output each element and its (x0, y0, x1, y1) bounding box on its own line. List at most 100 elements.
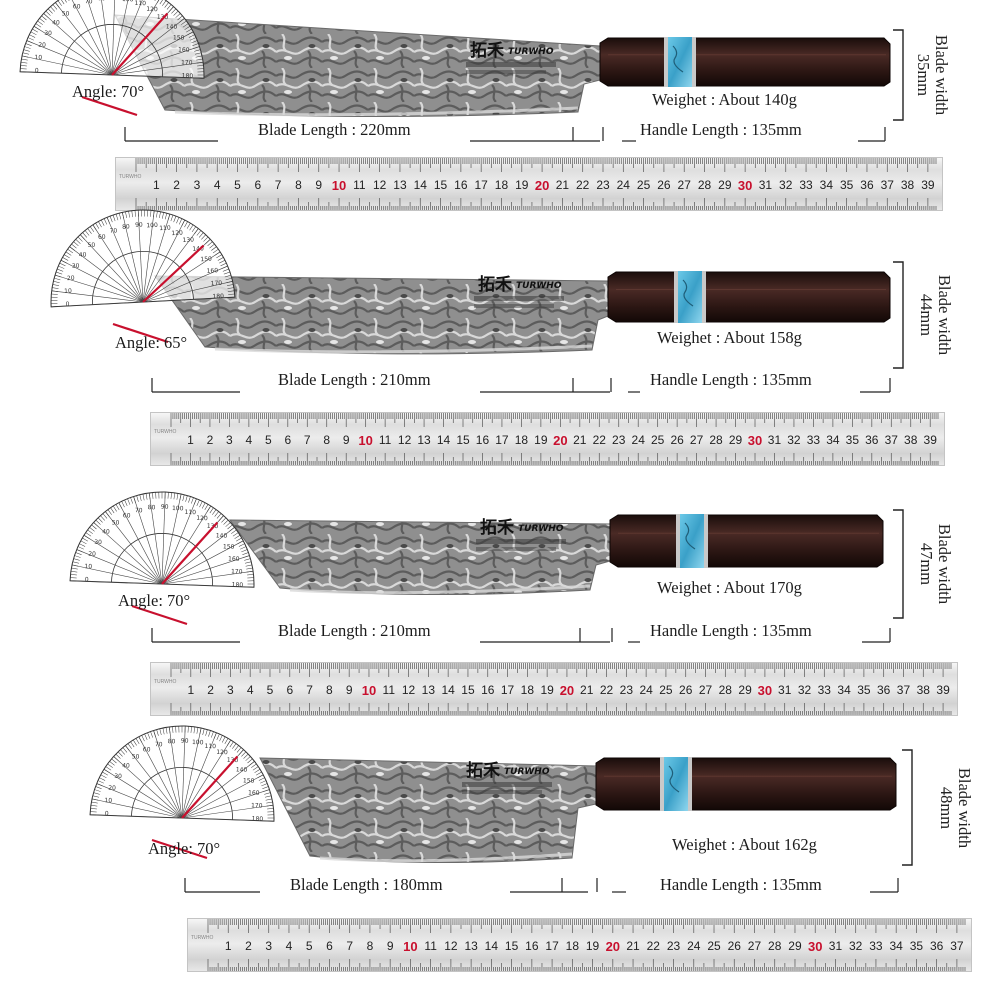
brand-logo-mark: 拓禾 (466, 761, 500, 781)
knife-illustration: 拓禾TURWHO01020304050607080901001101201301… (89, 725, 913, 893)
ruler-number: 33 (799, 178, 813, 192)
svg-text:140: 140 (236, 766, 248, 773)
svg-text:110: 110 (184, 509, 196, 516)
ruler-number: 24 (631, 433, 645, 447)
svg-text:60: 60 (73, 3, 81, 10)
svg-text:120: 120 (196, 515, 208, 522)
svg-text:140: 140 (216, 532, 228, 539)
blade-length-label: Blade Length : 210mm (278, 370, 431, 389)
ruler-number: 29 (728, 433, 743, 447)
ruler-number: 39 (923, 433, 937, 447)
blade-length-label: Blade Length : 180mm (290, 875, 443, 894)
weight-label: Weighet : About 162g (672, 835, 817, 854)
ruler-number: 5 (305, 939, 313, 953)
protractor: 0102030405060708090100110120130140150160… (69, 491, 255, 589)
ruler-number: 23 (612, 433, 626, 447)
blade-width-bracket (902, 749, 913, 866)
svg-text:10: 10 (84, 563, 92, 570)
svg-text:180: 180 (232, 581, 244, 588)
spacer-ring (660, 757, 664, 811)
ruler-number: 8 (366, 939, 374, 953)
svg-text:40: 40 (122, 762, 130, 769)
ruler-number: 30 (747, 433, 763, 448)
ruler-number: 6 (326, 939, 333, 953)
ruler-number: 2 (173, 178, 180, 192)
ruler-number: 17 (474, 178, 488, 192)
ruler-number: 18 (514, 433, 529, 447)
ruler-number: 4 (285, 939, 293, 953)
turquoise-veins (668, 765, 680, 793)
turquoise-ring (678, 271, 702, 323)
svg-text:100: 100 (172, 505, 184, 512)
ruler-number: 11 (353, 178, 366, 192)
ruler-number: 15 (433, 178, 448, 192)
ruler-number: 9 (386, 939, 394, 953)
ruler-number: 19 (585, 939, 600, 953)
svg-text:10: 10 (104, 797, 112, 804)
weight-label: Weighet : About 158g (657, 328, 802, 347)
ruler-number: 12 (372, 178, 387, 192)
svg-text:60: 60 (123, 512, 131, 519)
blade-width-title: Blade width (955, 767, 974, 848)
angle-base-red-line (81, 95, 138, 117)
blade-width-bracket (893, 261, 904, 369)
ruler-number: 19 (540, 683, 554, 697)
angle-base-red-line (151, 838, 208, 860)
ruler-number: 14 (413, 178, 427, 192)
spacer-ring (676, 514, 680, 568)
turquoise-veins (684, 522, 696, 550)
ruler-number: 1 (224, 939, 232, 953)
svg-text:150: 150 (243, 777, 255, 784)
blade-stamp-line (474, 296, 564, 301)
ruler-number: 13 (464, 939, 478, 953)
ruler-number: 27 (689, 433, 704, 447)
ruler-number: 17 (500, 683, 515, 697)
ruler-number: 10 (403, 939, 418, 954)
turquoise-ring (668, 37, 692, 87)
spacer-ring (692, 37, 696, 87)
ruler-number: 16 (454, 178, 468, 192)
svg-text:160: 160 (178, 46, 190, 53)
svg-text:160: 160 (248, 789, 260, 796)
blade-width-value: 44mm (917, 293, 936, 337)
svg-text:100: 100 (146, 222, 158, 230)
ruler-number: 21 (580, 683, 594, 697)
ruler-number: 20 (534, 178, 550, 193)
ruler-number: 13 (393, 178, 407, 192)
svg-text:70: 70 (155, 741, 163, 748)
blade-edge (174, 106, 579, 117)
blade-length-label: Blade Length : 210mm (278, 621, 431, 640)
turquoise-ring (680, 514, 704, 568)
ruler-number: 24 (687, 939, 701, 953)
svg-text:50: 50 (62, 10, 70, 17)
ruler-number: 27 (698, 683, 713, 697)
angle-red-line (181, 755, 239, 819)
ruler-number: 17 (495, 433, 509, 447)
ruler-number: 23 (619, 683, 634, 697)
brand-logo-text: TURWHO (504, 767, 550, 777)
ruler-number: 33 (806, 433, 821, 447)
ruler-number: 36 (860, 178, 874, 192)
svg-text:60: 60 (143, 746, 151, 753)
ruler-number: 37 (880, 178, 894, 192)
svg-text:90: 90 (135, 221, 143, 228)
ruler-number: 28 (709, 433, 723, 447)
blade-stamp-line (462, 782, 552, 787)
turquoise-veins (682, 279, 694, 307)
ruler-number: 6 (286, 683, 294, 697)
angle-label: Angle: 70° (72, 82, 145, 101)
blade-width-title: Blade width (932, 34, 951, 116)
svg-text:0: 0 (65, 301, 69, 308)
svg-text:180: 180 (182, 72, 194, 79)
blade-stamp-line (466, 62, 556, 67)
spacer-ring (674, 271, 678, 323)
